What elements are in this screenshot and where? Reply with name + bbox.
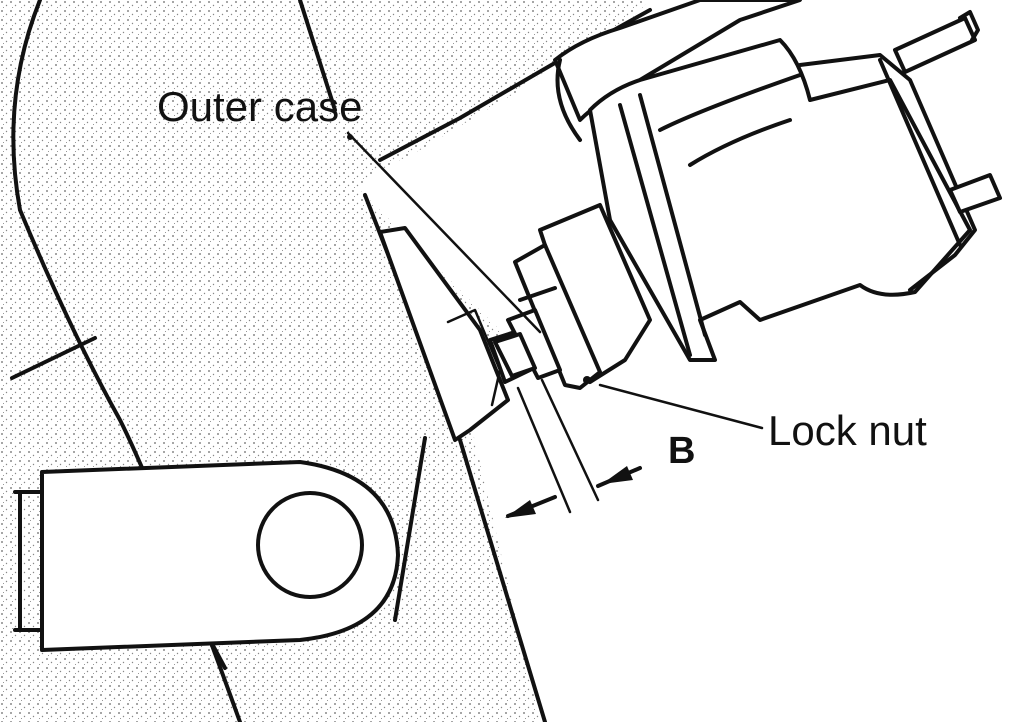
leader-lines bbox=[346, 131, 764, 430]
outer-case-label: Outer case bbox=[157, 83, 363, 130]
brake-light-switch bbox=[493, 0, 1002, 390]
lock-nut-label: Lock nut bbox=[768, 407, 927, 454]
outer-case-leader bbox=[346, 131, 542, 334]
lock-nut-leader bbox=[598, 383, 764, 430]
clevis-pin-hole bbox=[256, 491, 364, 599]
clevis-yoke bbox=[13, 460, 400, 652]
dimension-b-marker bbox=[347, 134, 642, 518]
dimension-b-label: B bbox=[668, 430, 696, 472]
